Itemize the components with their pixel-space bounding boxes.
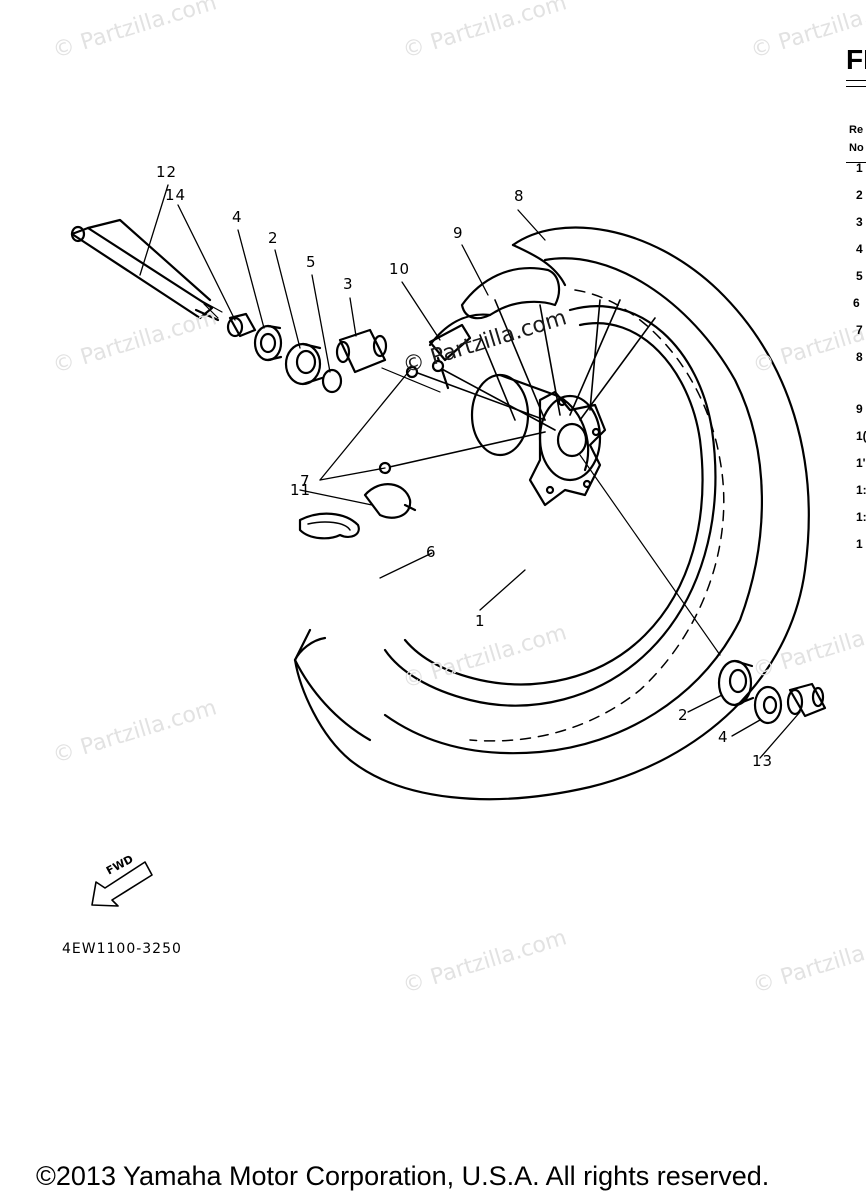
side-panel-number: 1 xyxy=(856,161,863,175)
spacer xyxy=(335,328,388,374)
callout-1: 1 xyxy=(475,612,486,630)
side-panel-rule xyxy=(846,162,866,163)
side-panel-number: 3 xyxy=(856,215,863,229)
callout-7: 7 xyxy=(300,472,311,490)
collar-right xyxy=(786,682,827,718)
rim xyxy=(383,305,717,707)
side-panel-header: Re xyxy=(849,124,864,136)
callout-4: 4 xyxy=(232,208,243,226)
bearing-left xyxy=(284,342,324,386)
callout-8: 8 xyxy=(514,187,525,205)
side-panel-rule xyxy=(846,80,866,81)
spokes xyxy=(384,299,656,469)
side-panel-number: 1( xyxy=(856,429,866,443)
callout-14: 14 xyxy=(165,186,187,204)
rim-lock xyxy=(298,483,417,540)
callout-2: 2 xyxy=(268,229,279,247)
bearing-right xyxy=(717,659,755,707)
tire xyxy=(293,226,810,801)
copyright-notice: ©2013 Yamaha Motor Corporation, U.S.A. A… xyxy=(36,1161,770,1191)
side-panel-number: 4 xyxy=(856,242,863,256)
side-panel-number: 2 xyxy=(856,188,863,202)
side-panel-number: 7 xyxy=(856,323,863,337)
callout-5: 5 xyxy=(306,253,317,271)
callout-2: 2 xyxy=(678,706,689,724)
fwd-arrow-icon xyxy=(91,861,153,907)
callout-6: 6 xyxy=(426,543,437,561)
callout-13: 13 xyxy=(752,752,774,770)
callout-3: 3 xyxy=(343,275,354,293)
side-panel-title: FI xyxy=(846,44,866,75)
side-panel-number: 9 xyxy=(856,402,863,416)
callout-12: 12 xyxy=(156,163,178,181)
collar xyxy=(226,312,257,338)
side-panel-number: 8 xyxy=(856,350,863,364)
side-panel-number: 5 xyxy=(856,269,863,283)
side-panel-number: 1: xyxy=(856,483,866,497)
side-panel-number: 1 xyxy=(856,537,863,551)
side-panel-number: 6 xyxy=(853,296,860,310)
callout-9: 9 xyxy=(453,224,464,242)
leader-lines xyxy=(139,184,801,759)
oil-seal-left xyxy=(253,324,283,362)
side-panel-rule xyxy=(846,86,866,87)
callout-10: 10 xyxy=(389,260,411,278)
diagram-code: 4EW1100-3250 xyxy=(62,941,182,957)
callout-4: 4 xyxy=(718,728,729,746)
side-panel-number: 1' xyxy=(856,456,866,470)
oil-seal-right xyxy=(753,685,783,725)
callout-11: 11 xyxy=(290,481,312,499)
side-panel-number: 1: xyxy=(856,510,866,524)
axle xyxy=(70,218,223,322)
circlip xyxy=(321,368,343,394)
side-panel-header: No xyxy=(849,142,864,154)
hub xyxy=(470,373,607,507)
